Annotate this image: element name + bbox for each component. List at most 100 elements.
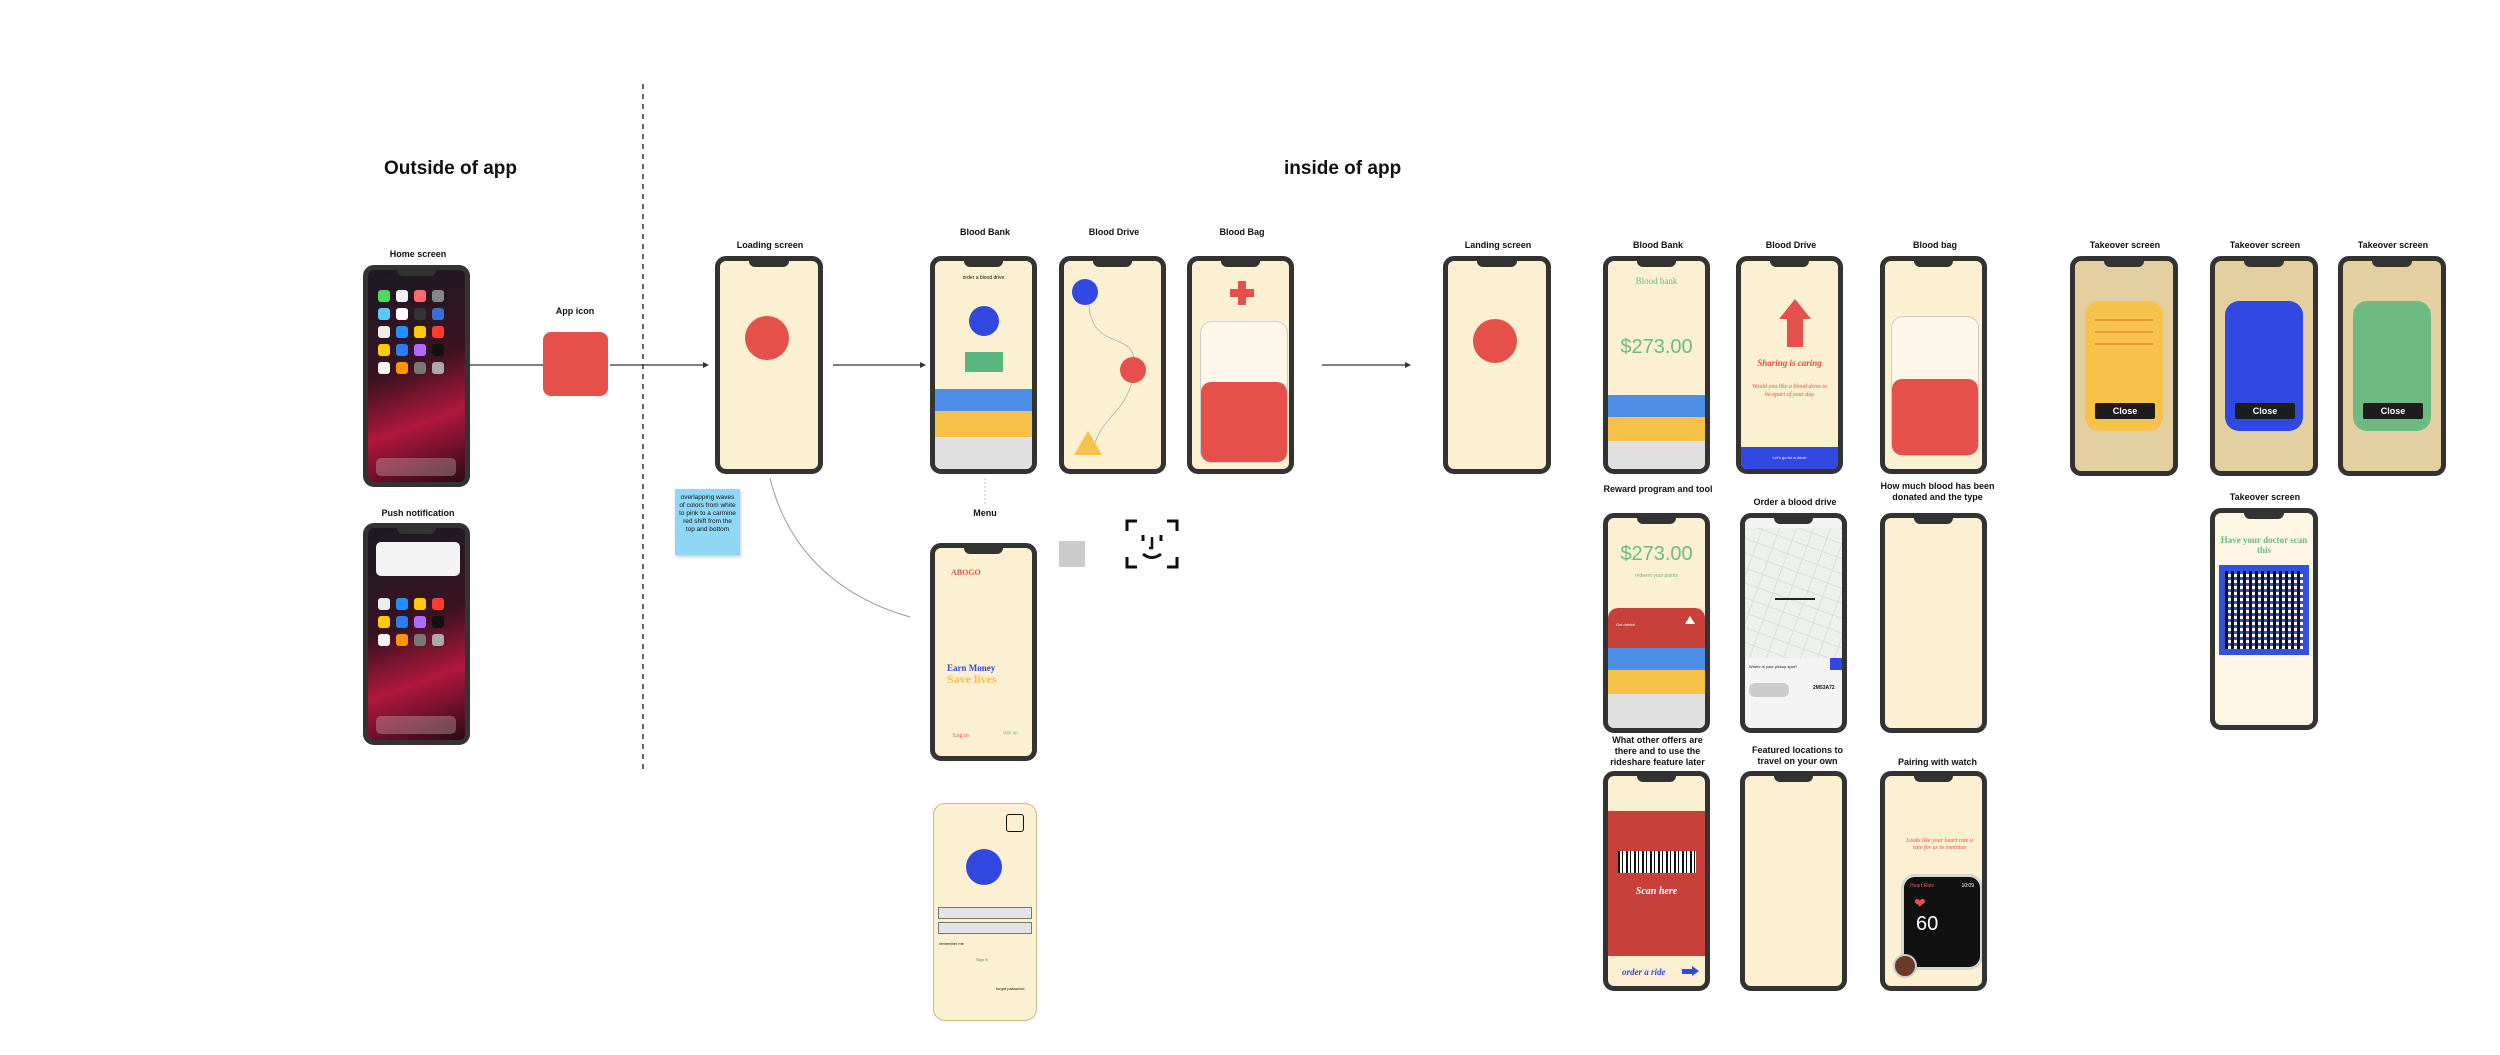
order-ride-link[interactable]: order a ride: [1622, 967, 1666, 977]
menu-signup[interactable]: sign up: [1003, 731, 1018, 736]
map-view[interactable]: [1745, 528, 1842, 658]
bd2-drive-button[interactable]: Let's go for a drive!: [1741, 447, 1838, 469]
reward-phone: $273.00 redeem your points Get drinks!: [1603, 513, 1710, 733]
blood-drive-2-phone: Sharing is caring Would you like a blood…: [1736, 256, 1843, 474]
sign-in-link[interactable]: Sign in: [976, 957, 989, 962]
username-field[interactable]: [938, 907, 1032, 919]
bd1-red-circle: [1120, 357, 1146, 383]
login-blue-circle: [966, 849, 1002, 885]
menu-login[interactable]: Log in: [953, 733, 969, 739]
menu-phone: ABOGO Earn Money Save lives Log in sign …: [930, 543, 1037, 761]
takeover-4-phone: Have your doctor scan this: [2210, 508, 2318, 730]
arrow-loading-to-menu: [769, 477, 911, 618]
label-blood-bag-1: Blood Bag: [1219, 227, 1265, 237]
label-blood-bag-2: Blood bag: [1913, 240, 1957, 250]
label-app-icon: App icon: [555, 306, 595, 316]
password-field[interactable]: [938, 922, 1032, 934]
scan-here: Scan here: [1635, 886, 1678, 897]
heart-icon: ❤: [1914, 895, 1926, 911]
sticky-note: overlapping waves of colors from white t…: [675, 489, 740, 555]
bb1-order-text: order a blood drive: [962, 275, 1005, 281]
pickup-button[interactable]: [1830, 658, 1842, 670]
bb1-blue-circle: [969, 306, 999, 336]
takeover-1-phone: Close: [2070, 256, 2178, 476]
order-drive-phone: Where is your pickup spot? 2M53A72: [1740, 513, 1847, 733]
placeholder-square: [1059, 541, 1085, 567]
label-takeover-4: Takeover screen: [2229, 492, 2301, 502]
label-blood-bank-2: Blood Bank: [1632, 240, 1683, 250]
close-button-2[interactable]: Close: [2235, 403, 2295, 419]
landing-circle: [1473, 319, 1517, 363]
watch-text: Looks like your heart rate a rate for us…: [1906, 838, 1973, 851]
pickup-text: Where is your pickup spot?: [1749, 664, 1798, 669]
bb2-blood-bag: [1891, 316, 1979, 456]
dock: [376, 716, 456, 734]
label-featured: Featured locations to travel on your own: [1751, 745, 1843, 766]
label-pairing: Pairing with watch: [1897, 757, 1977, 767]
barcode: [1618, 851, 1696, 873]
arrow-right-icon: [1692, 966, 1699, 976]
pairing-phone: Looks like your heart rate a rate for us…: [1880, 771, 1987, 991]
label-blood-drive-1: Blood Drive: [1088, 227, 1140, 237]
app-icon[interactable]: [543, 332, 608, 396]
bd1-blue-circle: [1072, 279, 1098, 305]
qr-code: [2219, 565, 2309, 655]
blood-bank-2-phone: Blood bank $273.00: [1603, 256, 1710, 474]
menu-tag-earn: Earn Money: [947, 663, 996, 673]
watch-face: Heart Rate 10:09 ❤ 60: [1901, 874, 1982, 970]
bd2-text2: Would you like a blood drive to be apart…: [1751, 384, 1828, 398]
landing-screen-phone: [1443, 256, 1551, 474]
bb2-amount: $273.00: [1620, 336, 1693, 358]
notification-banner[interactable]: [376, 542, 460, 576]
label-takeover-3: Takeover screen: [2357, 240, 2429, 250]
loading-screen-phone: [715, 256, 823, 474]
cross-v: [1238, 281, 1246, 305]
label-reward: Reward program and tool: [1603, 484, 1713, 494]
bd2-text1: Sharing is caring: [1757, 358, 1822, 368]
label-takeover-1: Takeover screen: [2089, 240, 2161, 250]
label-blood-drive-2: Blood Drive: [1765, 240, 1817, 250]
takeover-2-phone: Close: [2210, 256, 2318, 476]
label-order-drive: Order a blood drive: [1753, 497, 1837, 507]
face-id-small-icon[interactable]: [1006, 814, 1024, 832]
label-landing: Landing screen: [1464, 240, 1532, 250]
doctor-text: Have your doctor scan this: [2220, 535, 2308, 555]
remember-me[interactable]: remember me: [939, 941, 964, 946]
label-other-offers: What other offers are there and to use t…: [1610, 735, 1705, 767]
dock: [376, 458, 456, 476]
heading-inside: inside of app: [1284, 158, 1402, 179]
loading-circle: [745, 316, 789, 360]
menu-title: ABOGO: [951, 568, 981, 577]
label-loading: Loading screen: [736, 240, 804, 250]
reward-sub: redeem your points: [1635, 573, 1678, 579]
app-icon-grid-2: [378, 598, 444, 646]
reward-red-card[interactable]: Get drinks!: [1608, 608, 1705, 648]
bb1-blood-bag: [1200, 321, 1288, 463]
push-notification-phone: [363, 523, 470, 745]
offers-red-card: [1608, 811, 1705, 956]
label-blood-bank-1: Blood Bank: [959, 227, 1010, 237]
heading-outside: Outside of app: [384, 158, 517, 179]
close-button-3[interactable]: Close: [2363, 403, 2423, 419]
forgot-password[interactable]: forgot password: [996, 986, 1025, 991]
blood-bag-1-phone: [1187, 256, 1294, 474]
bd1-triangle: [1074, 431, 1102, 455]
car-image: [1749, 683, 1789, 697]
blood-bag-2-phone: [1880, 256, 1987, 474]
label-home-screen: Home screen: [389, 249, 447, 259]
plate-text: 2M53A72: [1813, 685, 1835, 691]
reward-amount: $273.00: [1620, 543, 1693, 565]
other-offers-phone: Scan here order a ride: [1603, 771, 1710, 991]
app-icon-grid: [378, 290, 444, 374]
label-menu: Menu: [973, 508, 997, 518]
watch-bpm: 60: [1916, 913, 1939, 935]
featured-phone: [1740, 771, 1847, 991]
label-takeover-2: Takeover screen: [2229, 240, 2301, 250]
takeover-3-phone: Close: [2338, 256, 2446, 476]
face-id-icon: [1125, 517, 1179, 571]
close-button-1[interactable]: Close: [2095, 403, 2155, 419]
blood-drive-1-phone: [1059, 256, 1166, 474]
label-how-much: How much blood has been donated and the …: [1880, 481, 1995, 502]
bb2-title: Blood bank: [1635, 276, 1678, 286]
